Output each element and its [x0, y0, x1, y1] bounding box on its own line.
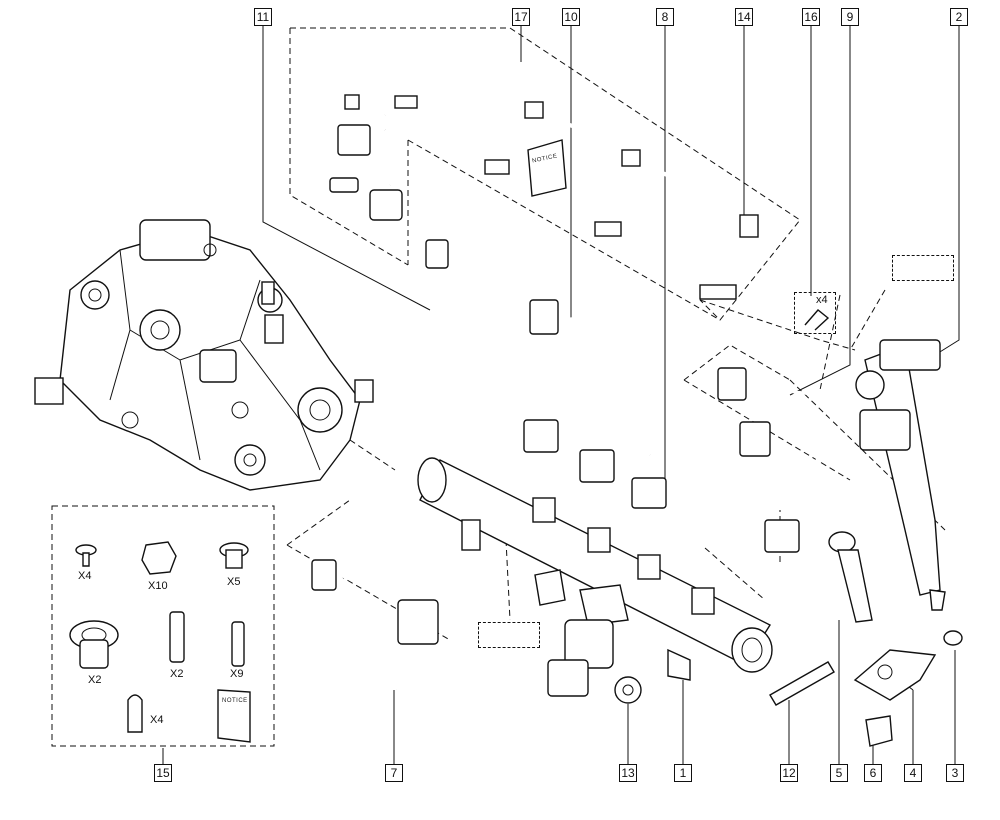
qty-nut: X10 [148, 580, 168, 592]
callout-9: 9 [841, 8, 859, 26]
callout-8: 8 [656, 8, 674, 26]
reference-box-injector [892, 255, 954, 281]
qty-cap: X5 [227, 576, 241, 588]
callout-13: 13 [619, 764, 637, 782]
bolt-5 [828, 531, 873, 623]
nut-13 [614, 676, 642, 704]
callout-14: 14 [735, 8, 753, 26]
injector-2 [855, 339, 946, 611]
callout-15: 15 [154, 764, 172, 782]
common-rail [417, 457, 773, 681]
callout-12: 12 [780, 764, 798, 782]
washer-6 [865, 715, 893, 747]
injector-pipe-9 [717, 367, 834, 553]
qty-stud: X2 [170, 668, 184, 680]
injector-pipe-10 [529, 299, 642, 483]
callout-10: 10 [562, 8, 580, 26]
injector-clamp-4 [853, 649, 937, 701]
seal-3 [943, 630, 963, 646]
callout-6: 6 [864, 764, 882, 782]
notice-booklet-harness [527, 139, 567, 197]
pump-feed-pipe-7 [311, 559, 439, 691]
qty-connector: X4 [150, 714, 164, 726]
callout-7: 7 [385, 764, 403, 782]
qty-pin: X9 [230, 668, 244, 680]
injector-pipe-8 [631, 421, 772, 517]
booklet-label-kit: NOTICE [222, 698, 248, 704]
leader-lines [162, 26, 960, 764]
callout-16: 16 [802, 8, 820, 26]
stud-12 [769, 661, 835, 706]
hardware-kit [51, 505, 275, 747]
callout-4: 4 [904, 764, 922, 782]
pressure-sensor [547, 619, 614, 697]
high-pressure-pump [34, 219, 374, 491]
callout-1: 1 [674, 764, 692, 782]
callout-17: 17 [512, 8, 530, 26]
clip-box-16 [794, 292, 836, 334]
reference-box-rail [478, 622, 540, 648]
callout-11: 11 [254, 8, 272, 26]
assembly-dashed-lines [286, 27, 946, 641]
qty-grommet: X2 [88, 674, 102, 686]
qty-clip: x4 [816, 294, 828, 306]
clip-16 [804, 309, 830, 331]
callout-3: 3 [946, 764, 964, 782]
callout-2: 2 [950, 8, 968, 26]
qty-screw: X4 [78, 570, 92, 582]
return-hose-harness [297, 36, 759, 300]
callout-5: 5 [830, 764, 848, 782]
injector-pipe-11 [425, 239, 559, 453]
